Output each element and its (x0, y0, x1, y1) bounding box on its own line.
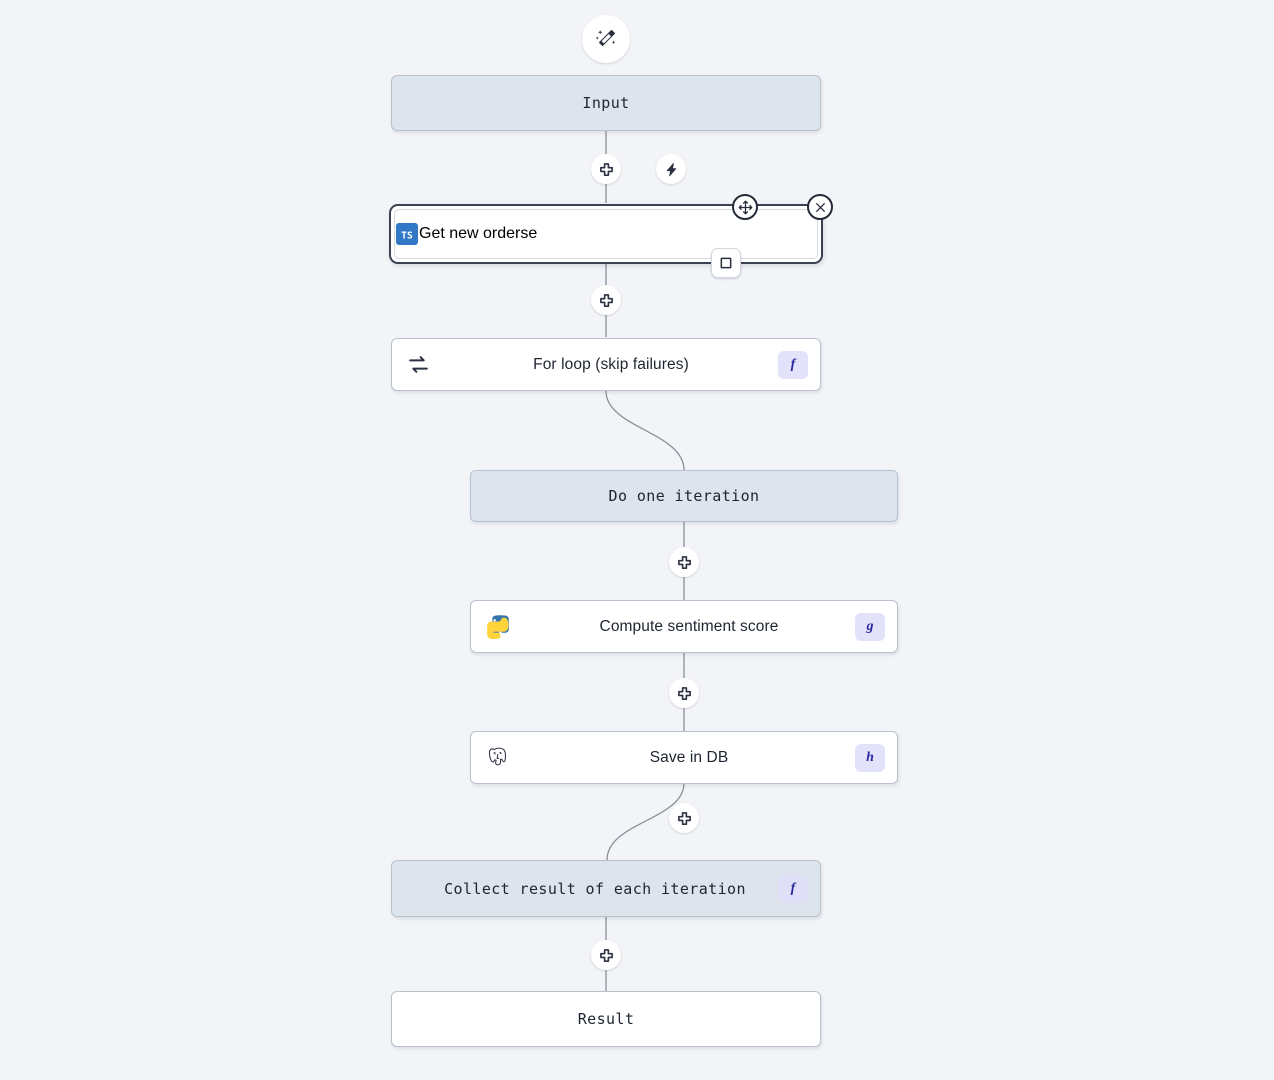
plus-icon (677, 555, 692, 570)
typescript-icon: TS (395, 222, 419, 246)
ai-assistant-button[interactable] (582, 15, 630, 63)
add-trigger-button[interactable] (656, 154, 686, 184)
node-collect-result[interactable]: Collect result of each iteration f (391, 860, 821, 917)
add-step-button-after-collect-result[interactable] (591, 940, 621, 970)
node-badge: e (528, 225, 538, 242)
add-step-button-after-compute-sentiment[interactable] (669, 678, 699, 708)
plus-icon (677, 811, 692, 826)
postgres-icon (471, 745, 523, 770)
node-label: Compute sentiment score (599, 617, 779, 635)
node-badge: g (855, 612, 885, 641)
magic-wand-icon (594, 27, 618, 51)
node-compute-sentiment-score[interactable]: Compute sentiment score g (470, 600, 898, 653)
plus-icon (677, 686, 692, 701)
square-icon (719, 256, 733, 270)
lightning-bolt-icon (664, 162, 679, 177)
node-label: Result (577, 1010, 635, 1028)
add-step-button-after-get-new-orders[interactable] (591, 285, 621, 315)
node-label: For loop (skip failures) (533, 355, 689, 373)
move-icon (738, 200, 753, 215)
plus-icon (599, 948, 614, 963)
add-step-button-after-input[interactable] (591, 154, 621, 184)
node-get-new-orders-selected[interactable]: TS Get new orders e (389, 204, 823, 264)
node-label: Save in DB (649, 748, 729, 766)
node-for-loop[interactable]: For loop (skip failures) f (391, 338, 821, 391)
node-close-button[interactable] (807, 194, 833, 220)
add-step-button-after-iteration[interactable] (669, 547, 699, 577)
add-step-button-after-save-in-db[interactable] (669, 803, 699, 833)
node-badge: f (778, 350, 808, 379)
node-result[interactable]: Result (391, 991, 821, 1047)
python-icon (471, 614, 523, 639)
node-label: Get new orders (419, 225, 529, 242)
node-label: Collect result of each iteration (444, 879, 746, 898)
node-move-handle[interactable] (732, 194, 758, 220)
node-label: Do one iteration (608, 487, 760, 505)
plus-icon (599, 293, 614, 308)
node-label: Input (582, 94, 630, 112)
node-badge: h (855, 743, 885, 772)
node-save-in-db[interactable]: Save in DB h (470, 731, 898, 784)
svg-text:TS: TS (401, 231, 413, 242)
node-input[interactable]: Input (391, 75, 821, 131)
node-do-one-iteration[interactable]: Do one iteration (470, 470, 898, 522)
loop-icon (392, 352, 444, 377)
node-branch-button[interactable] (711, 248, 741, 278)
plus-icon (599, 162, 614, 177)
node-badge: f (778, 874, 808, 903)
close-x-icon (814, 201, 827, 214)
